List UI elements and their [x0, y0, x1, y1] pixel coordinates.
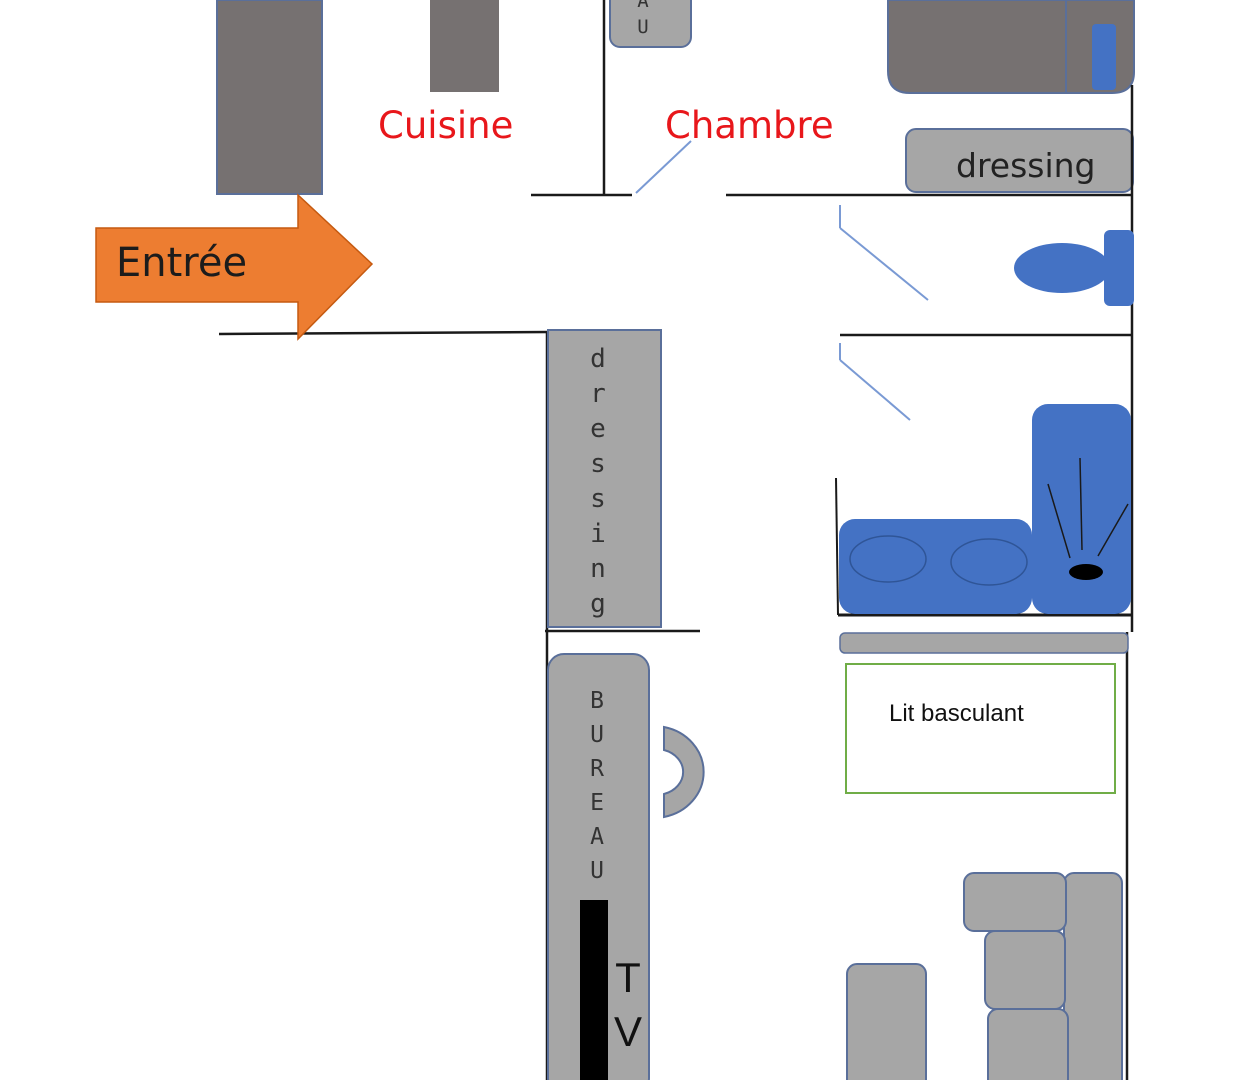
tv-char: T [615, 954, 641, 1001]
bedroom-bed [887, 0, 1135, 94]
dressing-vertical-char: e [590, 414, 606, 444]
shower-icon [1032, 404, 1131, 614]
bureau-top [609, 0, 692, 48]
bureau-vertical-char: R [590, 756, 604, 782]
label-lit-basculant: Lit basculant [889, 700, 1024, 727]
dressing-vertical-char: d [590, 344, 606, 374]
kitchen-counter-left [216, 0, 323, 195]
shelf [839, 632, 1129, 654]
dressing-vertical-box [547, 329, 662, 628]
tv-char: V [613, 1008, 642, 1055]
chair-icon [663, 725, 705, 819]
nightstand-icon [1092, 24, 1116, 90]
bureau-vertical-char: E [590, 790, 604, 816]
bureau-top-char: A [637, 0, 649, 12]
double-sink-icon [839, 519, 1032, 614]
tv-icon [580, 900, 608, 1080]
dressing-vertical-char: g [590, 589, 606, 619]
bureau-vertical-box [547, 653, 650, 1080]
toilet-icon [1014, 230, 1134, 306]
bureau-vertical-char: U [590, 858, 604, 884]
bureau-vertical-char: A [590, 824, 604, 850]
arrow-right-icon [95, 193, 374, 341]
dressing-vertical-char: n [590, 554, 606, 584]
dressing-vertical-char: r [590, 379, 606, 409]
dressing-vertical-char: s [590, 484, 606, 514]
dressing-vertical-char: i [590, 519, 606, 549]
dressing-vertical-char: s [590, 449, 606, 479]
bureau-top-char: U [637, 16, 649, 38]
door-swings [635, 140, 929, 421]
bureau-vertical-char: B [590, 688, 604, 714]
kitchen-counter-right [430, 0, 499, 92]
label-cuisine: Cuisine [378, 104, 514, 147]
lit-basculant-box [845, 663, 1116, 794]
label-dressing-top: dressing [956, 146, 1096, 185]
label-entree: Entrée [116, 240, 248, 286]
bureau-vertical-char: U [590, 722, 604, 748]
sofa-icon [846, 872, 1123, 1080]
label-chambre: Chambre [665, 104, 834, 147]
